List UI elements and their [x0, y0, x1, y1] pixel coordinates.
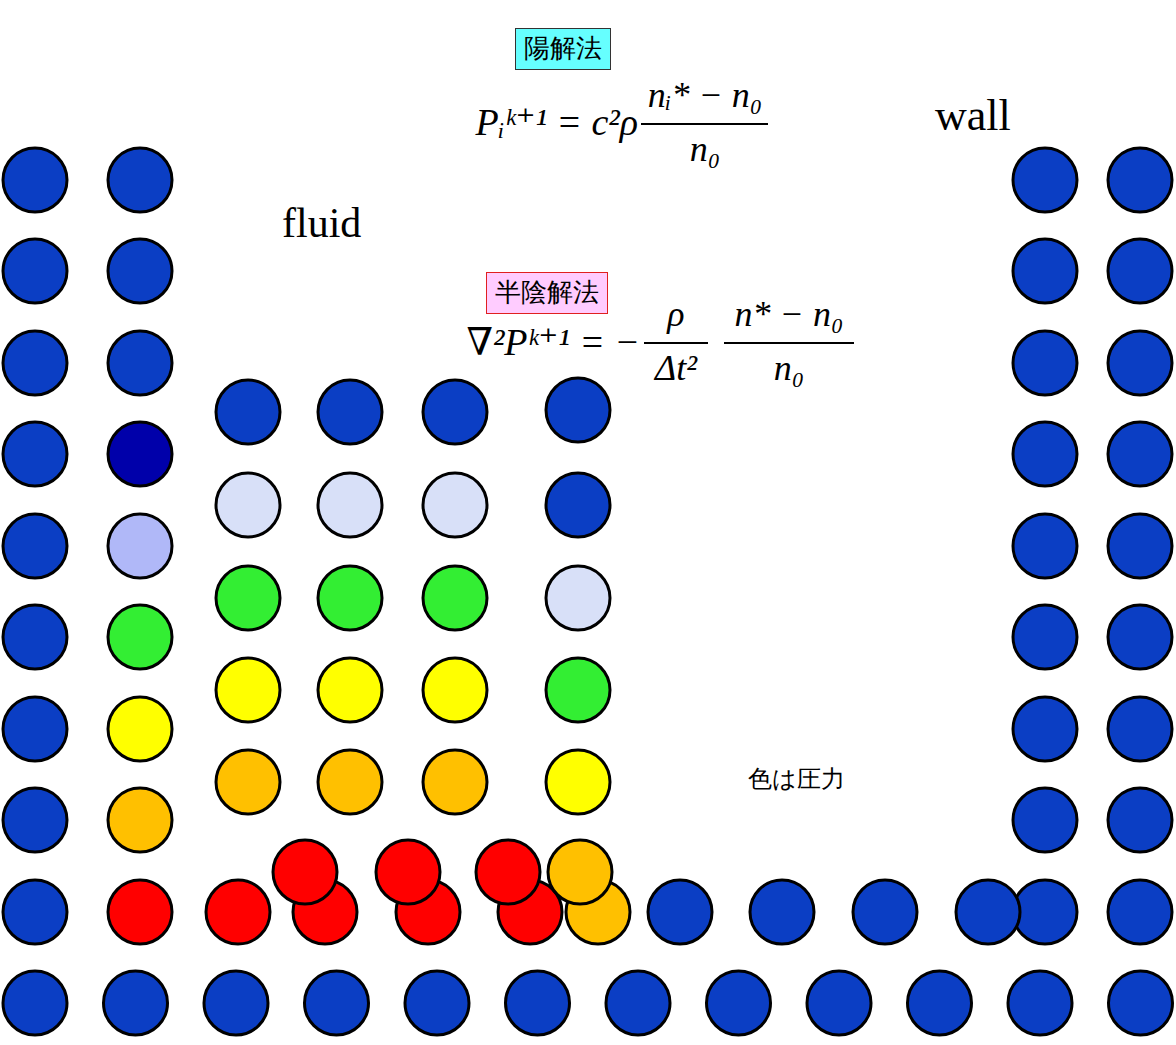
particle	[318, 750, 382, 814]
particle	[216, 380, 280, 444]
particle	[506, 971, 570, 1035]
particle	[3, 788, 67, 852]
particle	[3, 697, 67, 761]
fraction-bar	[641, 123, 768, 125]
particle	[1013, 880, 1077, 944]
formula-numerator: ρ	[642, 295, 710, 335]
fraction-bar	[644, 342, 708, 344]
formula-numerator: nᵢ* − n₀	[638, 76, 772, 116]
particle	[108, 605, 172, 669]
particle	[423, 658, 487, 722]
particle	[1108, 239, 1172, 303]
particle	[1108, 422, 1172, 486]
particle	[206, 880, 270, 944]
particle	[3, 605, 67, 669]
formula-denominator: Δt²	[636, 349, 716, 389]
particle	[405, 971, 469, 1035]
particle	[1109, 971, 1173, 1035]
region-label: fluid	[282, 200, 361, 246]
particle	[3, 422, 67, 486]
particle	[376, 840, 440, 904]
particle	[1008, 971, 1072, 1035]
particle	[1013, 788, 1077, 852]
particle	[3, 239, 67, 303]
particle	[273, 840, 337, 904]
particle	[807, 971, 871, 1035]
region-label: wall	[935, 92, 1011, 140]
particle	[423, 473, 487, 537]
particle	[1108, 697, 1172, 761]
method-label-box: 陽解法	[515, 28, 611, 70]
formula-denominator: n₀	[720, 349, 858, 389]
formula-term: Pᵢᵏ⁺¹ = c²ρ	[440, 102, 638, 144]
particle	[216, 750, 280, 814]
note-text: 色は圧力	[748, 766, 845, 792]
fraction-bar	[724, 342, 854, 344]
particle	[1013, 148, 1077, 212]
particle	[853, 880, 917, 944]
formula-term: ∇²Pᵏ⁺¹ = −	[440, 322, 640, 364]
particle	[108, 148, 172, 212]
particle	[3, 514, 67, 578]
particle	[546, 658, 610, 722]
particle	[204, 971, 268, 1035]
particle	[108, 331, 172, 395]
particle	[108, 880, 172, 944]
method-name: 半陰解法	[495, 276, 599, 310]
particle	[104, 971, 168, 1035]
particle	[3, 880, 67, 944]
particle	[108, 788, 172, 852]
particle	[707, 971, 771, 1035]
particle	[908, 971, 972, 1035]
particle	[423, 380, 487, 444]
method-name: 陽解法	[524, 32, 602, 66]
particle	[423, 566, 487, 630]
particle	[423, 750, 487, 814]
particle	[1108, 880, 1172, 944]
particle	[750, 880, 814, 944]
particle	[216, 566, 280, 630]
particle	[1108, 331, 1172, 395]
particle	[108, 422, 172, 486]
particle	[1013, 605, 1077, 669]
particle	[305, 971, 369, 1035]
particle	[318, 566, 382, 630]
particle	[1013, 514, 1077, 578]
particle	[108, 239, 172, 303]
particle	[546, 566, 610, 630]
particle	[648, 880, 712, 944]
particle	[108, 697, 172, 761]
particle	[216, 473, 280, 537]
particle	[606, 971, 670, 1035]
particle	[476, 840, 540, 904]
formula-denominator: n₀	[638, 130, 772, 170]
particle	[318, 380, 382, 444]
particle	[318, 658, 382, 722]
particle	[1108, 788, 1172, 852]
method-label-box: 半陰解法	[486, 272, 608, 314]
particle	[546, 750, 610, 814]
particle	[3, 331, 67, 395]
particle	[1108, 605, 1172, 669]
particle	[216, 658, 280, 722]
particle	[1013, 422, 1077, 486]
particle	[108, 514, 172, 578]
particle	[3, 148, 67, 212]
particle	[546, 378, 610, 442]
particle	[318, 473, 382, 537]
particle	[3, 971, 67, 1035]
particle	[1013, 331, 1077, 395]
particle	[1108, 148, 1172, 212]
particle	[546, 473, 610, 537]
particle	[548, 840, 612, 904]
particle	[1013, 697, 1077, 761]
particle	[956, 880, 1020, 944]
particle	[1108, 514, 1172, 578]
formula-numerator: n* − n₀	[720, 295, 858, 335]
particle	[1013, 239, 1077, 303]
